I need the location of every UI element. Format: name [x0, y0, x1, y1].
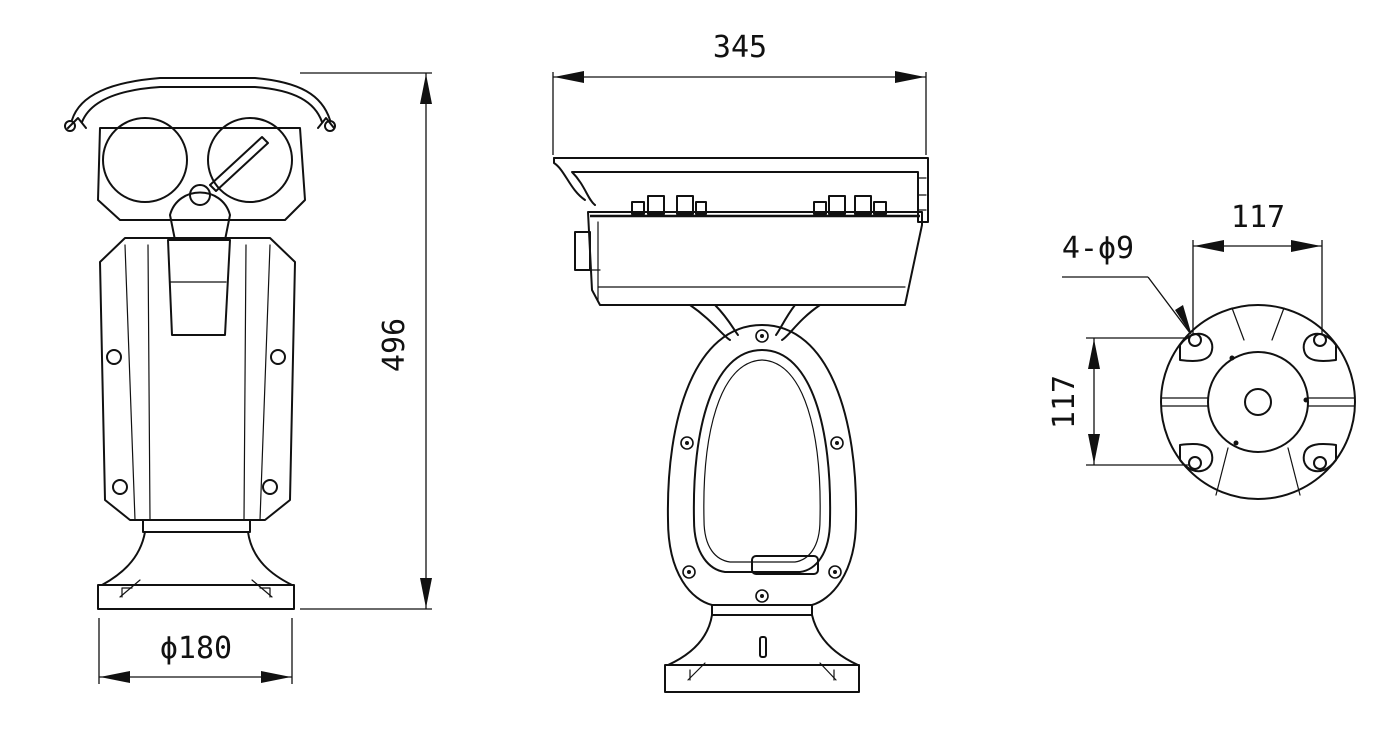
side-width-label: 345: [713, 30, 767, 65]
side-view: [553, 157, 929, 693]
dimension-mount-holes: 4-ϕ9: [1062, 231, 1192, 336]
base-diameter-label: ϕ180: [160, 631, 232, 666]
dimension-496: 496: [300, 72, 432, 610]
dimension-117-horizontal: 117: [1192, 200, 1323, 335]
dimension-117-vertical: 117: [1047, 337, 1190, 466]
hole-spacing-h-label: 117: [1231, 200, 1285, 235]
dimension-phi180: ϕ180: [98, 618, 293, 684]
dimension-345: 345: [552, 30, 927, 155]
hole-spacing-v-label: 117: [1047, 375, 1082, 429]
mount-holes-label: 4-ϕ9: [1062, 231, 1134, 266]
front-view: [64, 77, 336, 610]
height-label: 496: [377, 318, 412, 372]
bottom-view: [1160, 304, 1356, 500]
yoke-bolts: [680, 329, 844, 603]
connectors: [631, 195, 887, 215]
